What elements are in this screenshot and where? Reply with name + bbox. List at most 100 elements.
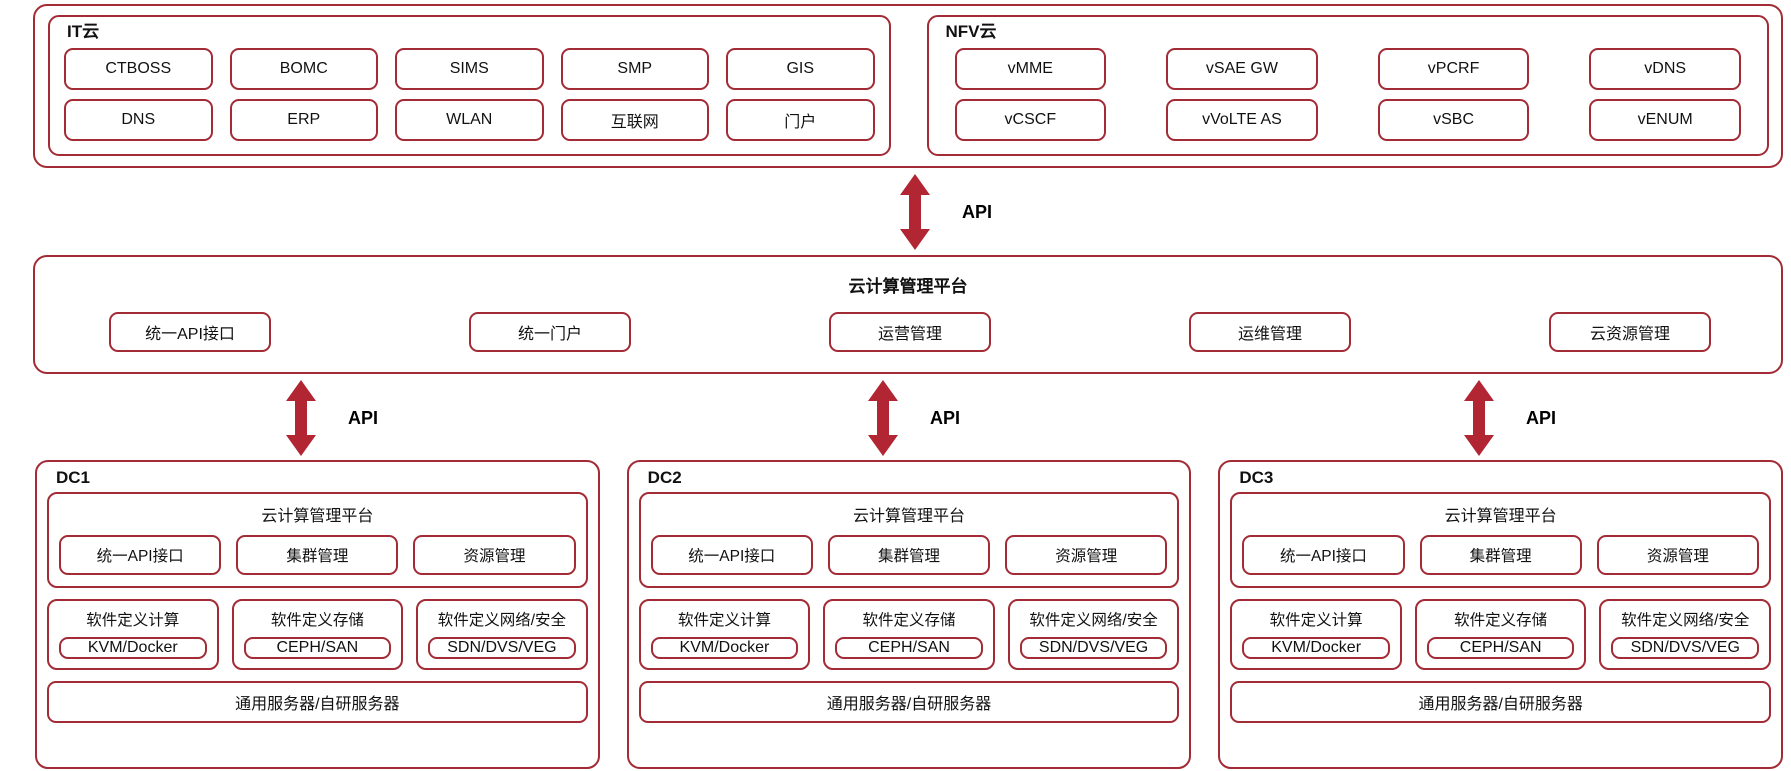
api-label: API [930,407,961,428]
dc3-platform-box: 云计算管理平台 统一API接口 集群管理 资源管理 [1230,492,1772,588]
dc3-sd-compute-box: 软件定义计算 KVM/Docker [1230,599,1402,670]
dc3-sd-storage-box: 软件定义存储 CEPH/SAN [1414,599,1587,670]
dc2-hardware-node: 通用服务器/自研服务器 [638,681,1180,723]
node-smp: SMP [560,47,709,90]
dc3-platform-title: 云计算管理平台 [1444,508,1557,525]
dc3-module-unified-api: 统一API接口 [1242,535,1405,575]
dc2-sd-network-tech: SDN/DVS/VEG [1019,637,1168,659]
dc1-module-cluster-mgmt: 集群管理 [236,535,399,575]
management-platform-box: 云计算管理平台 统一API接口 统一门户 运营管理 运维管理 云资源管理 [33,255,1783,374]
dc3-sd-compute-title: 软件定义计算 [1269,612,1363,629]
dc3-sdx-layers: 软件定义计算 KVM/Docker 软件定义存储 CEPH/SAN 软件定义网络… [1230,599,1772,670]
double-arrow-icon [868,380,898,456]
node-ctboss: CTBOSS [64,47,213,90]
node-portal: 门户 [726,99,875,142]
dc2-sd-compute-tech: KVM/Docker [650,637,799,659]
module-cloud-resource-mgmt: 云资源管理 [1549,312,1711,352]
top-clouds-container: IT云 CTBOSS BOMC SIMS SMP GIS DNS ERP WLA… [33,4,1783,168]
dc2-box: DC2 云计算管理平台 统一API接口 集群管理 资源管理 软件定义计算 KVM… [626,460,1192,769]
dc1-platform-modules: 统一API接口 集群管理 资源管理 [59,535,576,575]
api-label: API [1526,407,1557,428]
dc1-hardware-node: 通用服务器/自研服务器 [47,681,588,723]
dc2-sd-storage-tech: CEPH/SAN [835,637,983,659]
dc3-title: DC3 [1239,468,1274,487]
dc1-module-unified-api: 统一API接口 [59,535,222,575]
dc3-sd-network-tech: SDN/DVS/VEG [1611,637,1760,659]
dc1-platform-title: 云计算管理平台 [261,508,374,525]
nfv-cloud-row-1: vMME vSAE GW vPCRF vDNS [943,45,1754,93]
double-arrow-icon [286,380,316,456]
dc3-sd-network-box: 软件定义网络/安全 SDN/DVS/VEG [1599,599,1772,670]
dc3-hardware-node: 通用服务器/自研服务器 [1230,681,1772,723]
api-link-dc2: API [866,380,960,456]
api-label: API [348,407,379,428]
node-bomc: BOMC [229,47,378,90]
dc2-sd-network-box: 软件定义网络/安全 SDN/DVS/VEG [1007,599,1180,670]
dc1-sd-storage-tech: CEPH/SAN [243,637,392,659]
it-cloud-box: IT云 CTBOSS BOMC SIMS SMP GIS DNS ERP WLA… [48,15,891,156]
dc1-sdx-layers: 软件定义计算 KVM/Docker 软件定义存储 CEPH/SAN 软件定义网络… [47,599,588,670]
dc1-sd-compute-tech: KVM/Docker [59,637,207,659]
dc3-sd-storage-title: 软件定义存储 [1454,612,1548,629]
dc2-module-resource-mgmt: 资源管理 [1005,535,1168,575]
api-link-dc3: API [1462,380,1556,456]
dc1-platform-box: 云计算管理平台 统一API接口 集群管理 资源管理 [47,492,588,588]
dc2-sd-storage-title: 软件定义存储 [862,612,956,629]
node-sims: SIMS [395,47,544,90]
api-label: API [962,201,993,222]
node-vmme: vMME [954,47,1107,90]
dc2-sd-compute-box: 软件定义计算 KVM/Docker [638,599,811,670]
node-dns: DNS [64,99,213,142]
module-unified-portal: 统一门户 [469,312,631,352]
node-vsae-gw: vSAE GW [1166,47,1318,90]
it-cloud-row-1: CTBOSS BOMC SIMS SMP GIS [64,45,875,93]
it-cloud-row-2: DNS ERP WLAN 互联网 门户 [64,97,875,145]
dc3-platform-modules: 统一API接口 集群管理 资源管理 [1242,535,1759,575]
dc2-platform-modules: 统一API接口 集群管理 资源管理 [650,535,1168,575]
dc3-sd-network-title: 软件定义网络/安全 [1621,612,1750,629]
dc1-sd-storage-box: 软件定义存储 CEPH/SAN [231,599,404,670]
dc1-module-resource-mgmt: 资源管理 [413,535,576,575]
nfv-cloud-title: NFV云 [945,22,997,41]
dc3-sd-storage-tech: CEPH/SAN [1426,637,1575,659]
dc1-box: DC1 云计算管理平台 统一API接口 集群管理 资源管理 软件定义计算 KVM… [35,460,600,769]
dc1-sd-compute-box: 软件定义计算 KVM/Docker [47,599,219,670]
dc3-module-resource-mgmt: 资源管理 [1596,535,1759,575]
dc2-sd-compute-title: 软件定义计算 [677,612,771,629]
management-platform-modules: 统一API接口 统一门户 运营管理 运维管理 云资源管理 [35,312,1781,352]
dc3-box: DC3 云计算管理平台 统一API接口 集群管理 资源管理 软件定义计算 KVM… [1218,460,1784,769]
module-operation-mgmt: 运营管理 [829,312,991,352]
dc3-sd-compute-tech: KVM/Docker [1242,637,1390,659]
dc2-module-cluster-mgmt: 集群管理 [827,535,991,575]
node-erp: ERP [229,99,378,142]
node-wlan: WLAN [395,99,544,142]
dc2-sd-storage-box: 软件定义存储 CEPH/SAN [823,599,995,670]
double-arrow-icon [1464,380,1494,456]
module-maintenance-mgmt: 运维管理 [1189,312,1351,352]
datacenter-row: DC1 云计算管理平台 统一API接口 集群管理 资源管理 软件定义计算 KVM… [35,460,1784,769]
dc1-sd-network-tech: SDN/DVS/VEG [428,637,576,659]
nfv-cloud-box: NFV云 vMME vSAE GW vPCRF vDNS vCSCF vVoLT… [926,15,1769,156]
dc2-platform-title: 云计算管理平台 [853,508,966,525]
dc3-module-cluster-mgmt: 集群管理 [1419,535,1582,575]
dc2-sd-network-title: 软件定义网络/安全 [1029,612,1158,629]
node-vpcrf: vPCRF [1377,47,1530,90]
dc2-module-unified-api: 统一API接口 [650,535,813,575]
dc2-sdx-layers: 软件定义计算 KVM/Docker 软件定义存储 CEPH/SAN 软件定义网络… [638,599,1180,670]
nfv-cloud-row-2: vCSCF vVoLTE AS vSBC vENUM [943,97,1754,145]
api-link-top: API [898,174,992,250]
module-unified-api: 统一API接口 [109,312,271,352]
dc1-title: DC1 [56,468,91,487]
node-venum: vENUM [1589,99,1741,142]
management-platform-title: 云计算管理平台 [848,277,968,296]
node-gis: GIS [726,47,875,90]
dc1-sd-network-title: 软件定义网络/安全 [437,612,567,629]
dc1-sd-storage-title: 软件定义存储 [270,612,364,629]
it-cloud-title: IT云 [67,22,100,41]
node-vcscf: vCSCF [954,99,1107,142]
dc1-sd-network-box: 软件定义网络/安全 SDN/DVS/VEG [416,599,588,670]
node-vvolte-as: vVoLTE AS [1166,99,1318,142]
node-internet: 互联网 [560,99,709,142]
dc1-sd-compute-title: 软件定义计算 [86,612,180,629]
